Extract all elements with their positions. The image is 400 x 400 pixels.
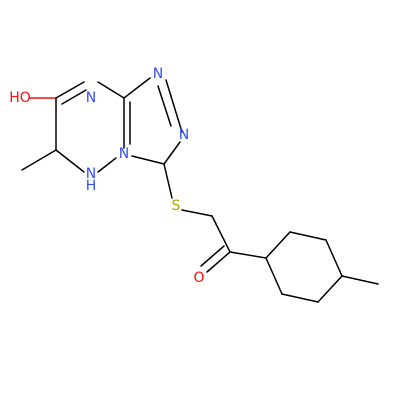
bond-co-double-b [200, 245, 225, 267]
sulfur-label: S [172, 198, 181, 214]
bond-nbridge-nh [97, 157, 117, 173]
bond-c8a-n1 [123, 77, 151, 99]
carbonyl-oxygen-label: O [193, 270, 204, 286]
amine-nitrogen-label: N [86, 166, 96, 182]
bond-n1-n2 [165, 79, 183, 133]
bond-c-n-double-b [61, 89, 87, 105]
bond-n-c8a [97, 81, 125, 99]
bond-c-n-double-a [55, 81, 85, 99]
bond-s-ch2 [181, 209, 213, 217]
triazole-nitrogen-1-label: N [153, 66, 163, 82]
bond-chx-2-3 [289, 231, 327, 241]
bond-co-double-a [206, 251, 231, 273]
bonds [21, 77, 379, 303]
bond-c3-nbridge [131, 155, 165, 165]
triazole-nitrogen-2-label: N [179, 127, 189, 143]
bond-chx-1-2 [265, 231, 291, 259]
ring-nitrogen-label: N [86, 90, 96, 106]
bond-chx-4-5 [317, 275, 343, 303]
bond-chx-methyl [341, 275, 379, 285]
bond-chx-6-1 [265, 257, 283, 295]
hydroxyl-label: HO [9, 90, 31, 106]
atom-labels: HO N N N N N H S O [9, 66, 204, 286]
bond-co-chx [229, 251, 267, 259]
bridge-nitrogen-label: N [119, 146, 129, 162]
amine-hydrogen-label: H [86, 178, 97, 194]
bond-ch2-co [211, 215, 231, 253]
bond-chx-3-4 [325, 239, 343, 277]
bond-c6-methyl [21, 149, 57, 171]
bond-c3-s [163, 163, 173, 199]
bond-n1-n2-inner [157, 85, 172, 127]
bond-nh-c6 [55, 149, 85, 173]
bond-n2-c3 [163, 141, 181, 165]
bond-chx-5-6 [281, 293, 319, 303]
